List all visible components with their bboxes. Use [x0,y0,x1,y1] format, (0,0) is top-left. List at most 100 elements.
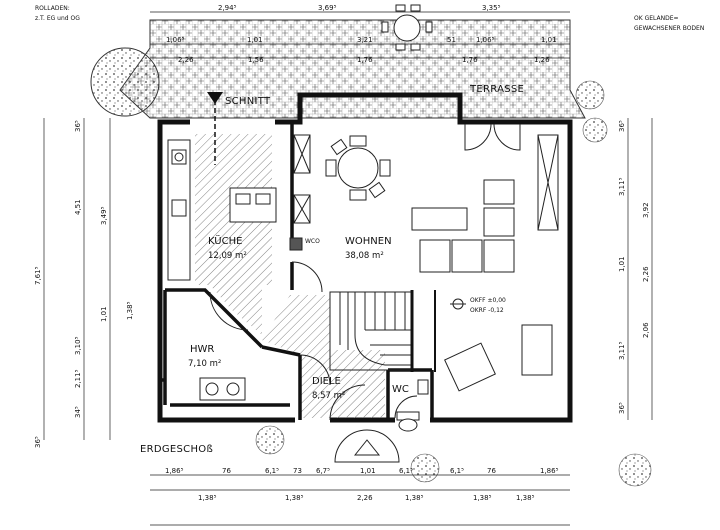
svg-text:1,06⁵: 1,06⁵ [476,36,495,44]
staircase [329,291,413,371]
right-dim-labels: 3,11⁵ 1,01 3,11⁵ 36⁵ 36⁵ 3,92 2,26 2,06 [618,120,650,414]
svg-text:7,10 m²: 7,10 m² [188,359,221,369]
svg-text:4,51: 4,51 [74,199,82,215]
left-dim-labels: 7,61⁵ 4,51 3,49⁵ 1,01 1,38⁵ 3,10⁵ 2,11⁵ … [34,120,134,448]
svg-text:1,01: 1,01 [541,36,557,44]
room-hwr: HWR 7,10 m² [188,344,221,369]
svg-text:1,38⁵: 1,38⁵ [405,494,424,502]
rollladen-note: ROLLADEN: z.T. EG und OG [35,5,80,22]
svg-text:7,61⁵: 7,61⁵ [34,266,42,285]
svg-text:1,06⁵: 1,06⁵ [166,36,185,44]
diele-floor-hatch [262,295,385,418]
svg-text:1,01: 1,01 [100,306,108,322]
svg-text:34⁵: 34⁵ [74,406,82,418]
svg-text:3,49⁵: 3,49⁵ [100,206,108,225]
svg-text:6,1⁵: 6,1⁵ [265,467,279,475]
svg-text:6,1⁵: 6,1⁵ [450,467,464,475]
terrace-paving [119,19,586,119]
svg-text:76: 76 [487,467,496,475]
room-diele: DIELE 8,57 m² [312,376,345,401]
right-dimensions [627,118,653,420]
dining-table [325,135,391,201]
svg-text:2,06: 2,06 [642,322,650,338]
level-marker: OKFF ±0,00 OKRF -0,12 [450,297,506,314]
svg-text:WOHNEN: WOHNEN [345,236,392,247]
svg-text:2,94⁵: 2,94⁵ [218,4,237,12]
svg-text:8,57 m²: 8,57 m² [312,391,345,401]
top-dimensions [150,11,570,59]
svg-text:2,26: 2,26 [178,56,194,64]
wc-fixtures [396,379,429,432]
room-wc: WC [392,384,409,395]
svg-text:36⁵: 36⁵ [34,436,42,448]
left-dimensions [43,118,111,440]
interior-walls [160,122,434,420]
bottom-dimensions [150,474,570,526]
svg-text:38,08 m²: 38,08 m² [345,251,384,261]
terrace-label: TERRASSE [469,84,524,95]
kitchen-counters [167,139,277,281]
svg-text:z.T. EG und OG: z.T. EG und OG [35,15,80,22]
svg-text:1,38⁵: 1,38⁵ [285,494,304,502]
svg-text:3,35⁵: 3,35⁵ [482,4,501,12]
svg-text:1,38⁵: 1,38⁵ [126,301,134,320]
kitchen-floor-hatch [195,134,272,335]
wc-wall-label: WCO [305,238,320,245]
svg-text:76: 76 [222,467,231,475]
interior-doors [209,261,418,421]
svg-text:1,01: 1,01 [247,36,263,44]
section-marker: SCHNITT [207,92,271,165]
gelaende-note: OK GELANDE= GEWACHSENER BODEN [634,15,704,32]
entrance-canopy [334,429,400,463]
living-furniture [411,179,553,392]
room-wohnen: WOHNEN 38,08 m² [345,236,392,261]
svg-text:3,21: 3,21 [357,36,373,44]
svg-text:DIELE: DIELE [312,376,341,387]
svg-text:51: 51 [447,36,456,44]
svg-text:OKFF ±0,00: OKFF ±0,00 [470,297,506,304]
svg-text:KÜCHE: KÜCHE [208,234,242,247]
svg-text:1,76: 1,76 [357,56,373,64]
svg-text:ROLLADEN:: ROLLADEN: [35,5,70,12]
svg-text:3,10⁵: 3,10⁵ [74,336,82,355]
top-dim-labels: 2,94⁵ 3,69⁵ 3,35⁵ 1,06⁵ 1,01 3,21 51 1,0… [166,4,557,64]
svg-text:3,11⁵: 3,11⁵ [618,341,626,360]
svg-text:3,92: 3,92 [642,202,650,218]
svg-text:1,86⁵: 1,86⁵ [540,467,559,475]
svg-text:3,69⁵: 3,69⁵ [318,4,337,12]
hwr-appliances [199,377,246,401]
svg-text:12,09 m²: 12,09 m² [208,251,247,261]
svg-text:1,56: 1,56 [248,56,264,64]
svg-text:1,76: 1,76 [462,56,478,64]
svg-text:6,7⁵: 6,7⁵ [316,467,330,475]
svg-text:2,26: 2,26 [357,494,373,502]
svg-text:HWR: HWR [190,344,214,355]
floor-name: ERDGESCHOß [140,444,213,455]
svg-text:1,01: 1,01 [618,256,626,272]
wall-units [289,134,559,251]
svg-text:1,01: 1,01 [360,467,376,475]
svg-text:36⁵: 36⁵ [618,402,626,414]
svg-text:1,38⁵: 1,38⁵ [516,494,535,502]
svg-text:3,11⁵: 3,11⁵ [618,177,626,196]
svg-text:1,38⁵: 1,38⁵ [198,494,217,502]
shrubs [255,80,652,487]
svg-text:2,11⁵: 2,11⁵ [74,369,82,388]
svg-text:OK GELANDE=: OK GELANDE= [634,15,679,22]
room-kueche: KÜCHE 12,09 m² [208,234,247,261]
svg-text:36⁵: 36⁵ [618,120,626,132]
svg-text:1,38⁵: 1,38⁵ [473,494,492,502]
tree-symbol [90,47,160,117]
svg-text:2,26: 2,26 [642,266,650,282]
terrace-doors [464,123,521,151]
svg-text:73: 73 [293,467,302,475]
svg-text:OKRF -0,12: OKRF -0,12 [470,307,504,314]
svg-text:6,1⁵: 6,1⁵ [399,467,413,475]
svg-text:SCHNITT: SCHNITT [225,96,271,107]
svg-text:1,86⁵: 1,86⁵ [165,467,184,475]
svg-text:1,26: 1,26 [534,56,550,64]
svg-text:WC: WC [392,384,409,395]
outer-walls [157,92,573,423]
svg-text:GEWACHSENER BODEN: GEWACHSENER BODEN [634,25,704,32]
